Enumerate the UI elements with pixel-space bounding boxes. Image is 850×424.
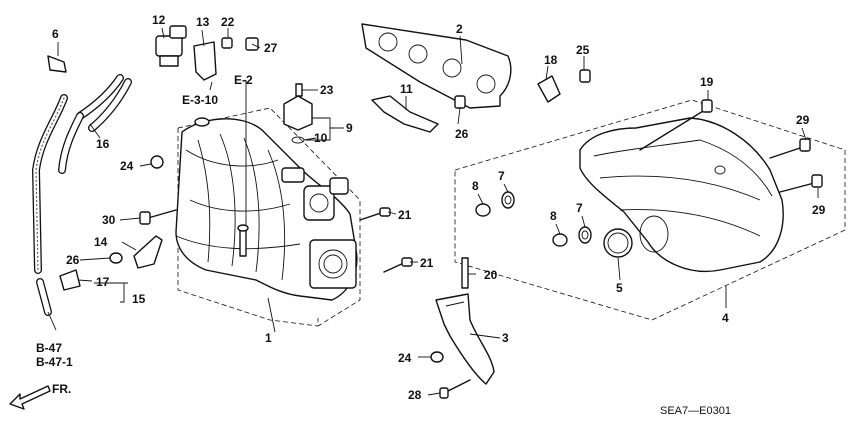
callout-25: 25 (576, 43, 590, 57)
nut-24-upper (150, 155, 164, 169)
bolt-22 (221, 37, 233, 49)
callout-29-upper: 29 (796, 113, 810, 127)
washer-7-upper (501, 191, 515, 209)
callout-8-upper: 8 (472, 179, 479, 193)
bolt-19 (639, 99, 713, 151)
bolt-28 (439, 379, 471, 399)
callout-19: 19 (700, 75, 714, 89)
washer-7-lower (578, 226, 592, 244)
hose-joint-17 (59, 269, 81, 291)
callout-6: 6 (52, 27, 59, 41)
bolt-29-upper (769, 138, 811, 159)
callout-numbers: 1 2 3 4 5 6 7 7 8 8 9 10 11 12 13 14 15 … (52, 13, 826, 402)
ref-b-47-1: B-47-1 (36, 355, 73, 369)
callout-7-upper: 7 (498, 169, 505, 183)
bolt-8-lower (552, 233, 568, 247)
callout-28: 28 (408, 388, 422, 402)
diagram-code: SEA7—E0301 (660, 405, 731, 417)
callout-10: 10 (314, 131, 328, 145)
purge-valve (155, 25, 187, 67)
ref-e-2: E-2 (234, 73, 253, 87)
map-sensor (283, 83, 313, 144)
forward-label: FR. (52, 382, 71, 396)
bolt-26-left (109, 252, 123, 264)
bolt-29-lower (779, 174, 823, 193)
bolt-8-upper (475, 203, 491, 217)
support-bracket (435, 293, 495, 385)
intake-gasket (361, 23, 512, 109)
callout-11: 11 (400, 82, 413, 96)
callout-24-lower: 24 (398, 351, 412, 365)
callout-14: 14 (94, 235, 108, 249)
callout-30: 30 (102, 213, 116, 227)
bolt-30 (139, 209, 177, 225)
intake-manifold (175, 117, 358, 301)
vacuum-hose (31, 74, 132, 316)
stud-20 (461, 257, 469, 289)
ref-e-3-10: E-3-10 (182, 93, 218, 107)
valve-bracket (193, 41, 217, 81)
bracket-18 (537, 75, 561, 103)
callout-2: 2 (456, 22, 463, 36)
bolt-26-mid (454, 95, 466, 109)
callout-29-lower: 29 (812, 203, 826, 217)
stud-21-lower (383, 257, 413, 273)
callout-27: 27 (264, 41, 278, 55)
callout-5: 5 (616, 281, 623, 295)
exhaust-manifold-cover (579, 117, 784, 273)
ref-b-47: B-47 (36, 341, 62, 355)
callout-21-lower: 21 (420, 256, 434, 270)
leader-lines (47, 27, 819, 396)
callout-7-lower: 7 (576, 201, 583, 215)
callout-26-mid: 26 (455, 127, 469, 141)
callout-13: 13 (196, 15, 210, 29)
callout-3: 3 (502, 331, 509, 345)
bolt-25 (579, 69, 591, 83)
callout-18: 18 (544, 53, 558, 67)
nut-24-lower (430, 351, 444, 363)
bracket-14 (133, 235, 163, 269)
forward-direction-arrow: FR. (9, 382, 71, 410)
exhaust-manifold-group-box (454, 99, 846, 321)
callout-4: 4 (722, 311, 729, 325)
callout-12: 12 (152, 13, 166, 27)
callout-15: 15 (132, 292, 146, 306)
callout-17: 17 (96, 275, 110, 289)
stud-21-upper (359, 207, 391, 221)
callout-26-left: 26 (66, 253, 80, 267)
callout-8-lower: 8 (550, 209, 557, 223)
hose-clip-6 (47, 55, 67, 73)
callout-24-upper: 24 (120, 159, 134, 173)
callout-9: 9 (346, 121, 353, 135)
bracket-11 (371, 95, 439, 133)
callout-21-upper: 21 (398, 208, 412, 222)
callout-1: 1 (265, 331, 272, 345)
callout-23: 23 (320, 83, 334, 97)
cross-references: E-2 E-3-10 B-47 B-47-1 (36, 73, 253, 369)
callout-22: 22 (221, 15, 235, 29)
gasket-ring (603, 228, 633, 258)
callout-16: 16 (96, 137, 110, 151)
callout-20: 20 (484, 268, 498, 282)
